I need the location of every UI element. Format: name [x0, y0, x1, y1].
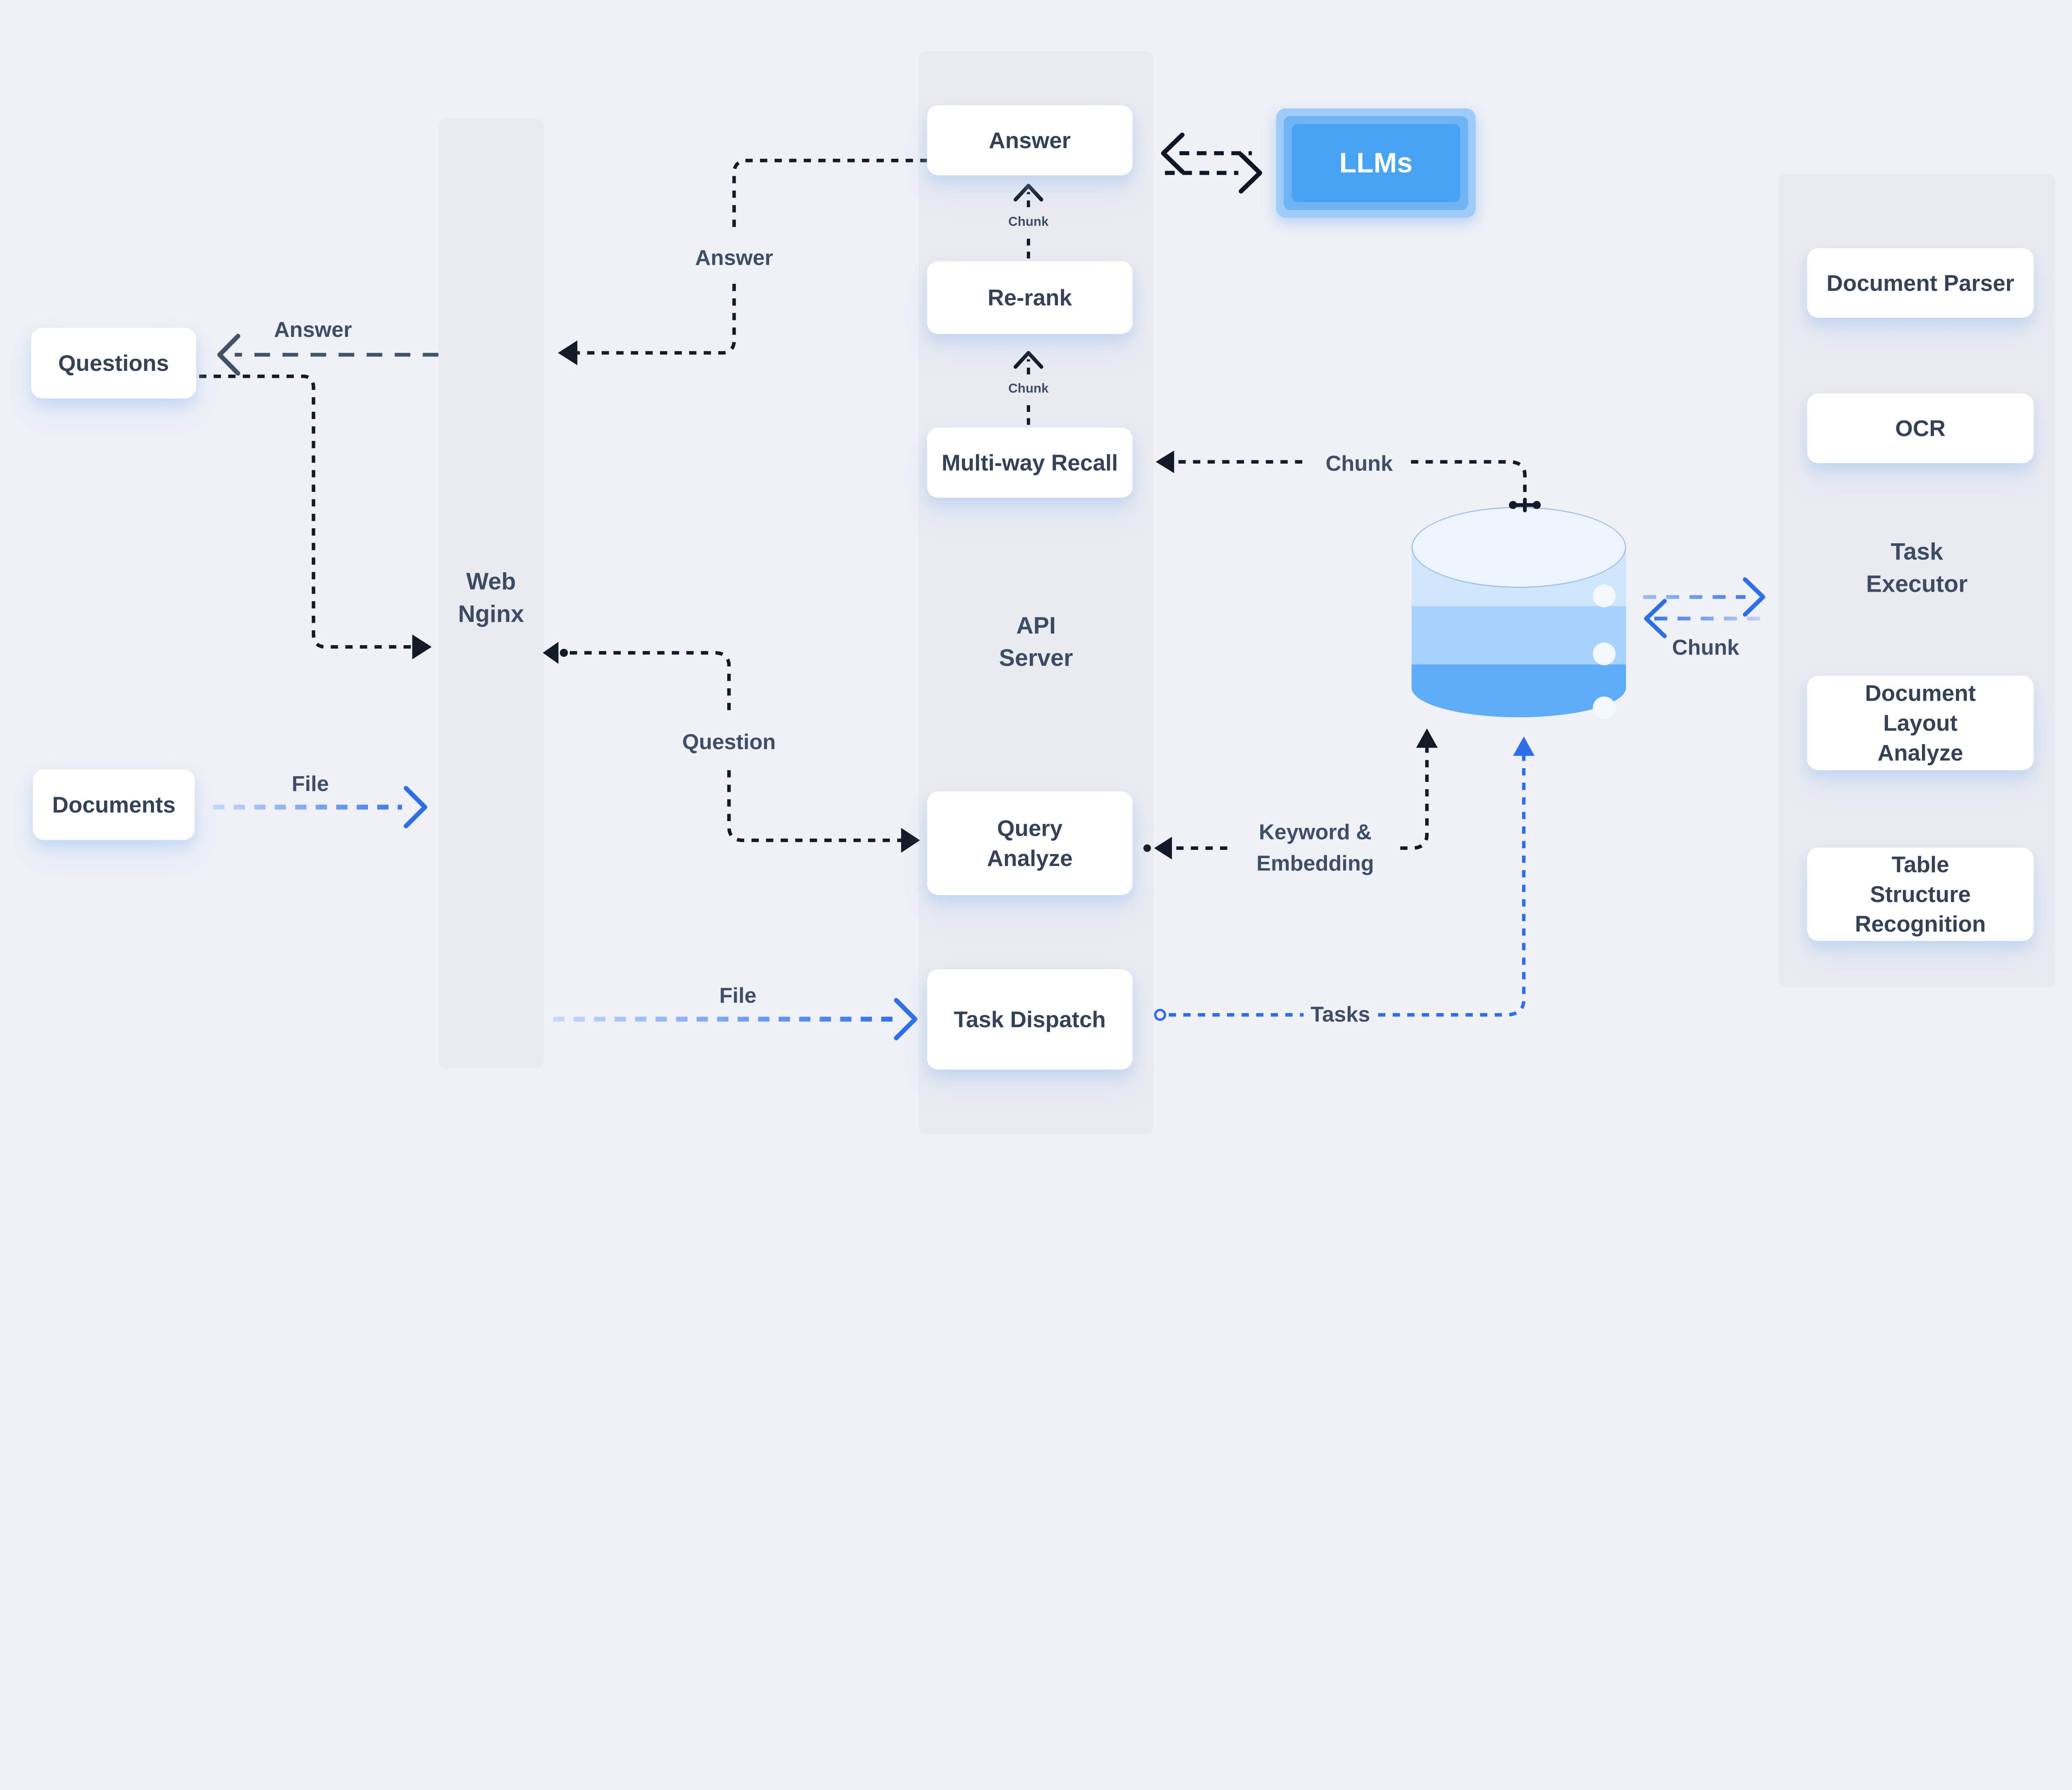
database-band-middle [1411, 606, 1626, 665]
node-rerank-label: Re-rank [988, 285, 1072, 310]
edge-label-chunk-db-recall: Chunk [1325, 451, 1393, 476]
node-query-analyze[interactable]: Query Analyze [927, 791, 1133, 895]
column-label-api-server: API Server [999, 612, 1073, 671]
edge-label-chunk-rerank-answer: Chunk [1008, 214, 1049, 229]
edge-label-answer-mid: Answer [695, 245, 773, 270]
node-table-structure-recognition-label: Table Structure Recognition [1855, 851, 1986, 937]
node-task-dispatch[interactable]: Task Dispatch [927, 969, 1133, 1070]
edge-answer-llms [1161, 132, 1262, 194]
arrowhead-up-icon [1513, 736, 1535, 756]
edge-answer-to-questions [217, 334, 438, 376]
db-attach-icon [1509, 498, 1541, 513]
arrowhead-right-icon [894, 998, 917, 1040]
node-documents-label: Documents [52, 792, 176, 818]
edge-label-chunk-recall-rerank: Chunk [1008, 381, 1049, 396]
database-led [1593, 642, 1616, 665]
node-rerank[interactable]: Re-rank [927, 261, 1133, 334]
node-ocr-label: OCR [1895, 415, 1946, 441]
node-answer[interactable]: Answer [927, 105, 1133, 176]
arrowhead-left-icon [558, 340, 578, 365]
arrowhead-right-icon [901, 828, 920, 853]
edge-rerank-to-answer [1013, 184, 1043, 259]
arrowhead-up-icon [1013, 351, 1043, 369]
edge-label-answer-left: Answer [274, 317, 352, 342]
arrowhead-up-icon [1416, 728, 1438, 748]
edge-db-executor [1643, 577, 1767, 639]
edge-nginx-to-query [542, 641, 920, 853]
node-multiway-recall[interactable]: Multi-way Recall [927, 427, 1133, 498]
arrowhead-left-icon [217, 334, 240, 376]
arrowhead-right-icon [412, 634, 432, 660]
column-label-web-nginx: Web Nginx [458, 568, 524, 627]
edge-db-to-recall [1156, 450, 1541, 513]
database-top-ellipse [1411, 507, 1626, 588]
node-document-layout-analyze[interactable]: Document Layout Analyze [1807, 675, 2034, 770]
architecture-diagram: Questions Documents LLMs Web Nginx API S… [31, 51, 2034, 1134]
line-start-dot [1143, 844, 1151, 852]
column-api-server [918, 51, 1154, 1134]
edge-label-embedding: Embedding [1256, 851, 1374, 875]
column-web-nginx [438, 119, 544, 1069]
database-band-bottom [1411, 664, 1626, 718]
line-start-dot [559, 648, 568, 657]
edge-label-file-left: File [291, 771, 329, 796]
edge-dispatch-db [1154, 736, 1535, 1021]
node-ocr[interactable]: OCR [1807, 393, 2034, 463]
node-document-parser-label: Document Parser [1826, 270, 2014, 296]
line-start-dot [1154, 1009, 1167, 1021]
edge-label-file-bottom: File [719, 983, 757, 1007]
node-multiway-recall-label: Multi-way Recall [942, 450, 1118, 475]
llms-middle-layer: LLMs [1283, 116, 1468, 210]
node-questions[interactable]: Questions [31, 328, 196, 399]
node-document-parser[interactable]: Document Parser [1807, 248, 2034, 318]
llms-core: LLMs [1292, 124, 1460, 202]
column-label-task-executor: Task Executor [1866, 538, 1968, 597]
node-document-layout-analyze-label: Document Layout Analyze [1865, 680, 1976, 766]
database-led [1593, 584, 1616, 607]
database-icon [1411, 507, 1626, 719]
edge-recall-to-rerank [1013, 351, 1043, 425]
node-documents[interactable]: Documents [33, 769, 195, 840]
edge-label-question: Question [682, 730, 776, 754]
arrowhead-left-icon [1644, 599, 1667, 639]
arrowhead-left-icon [1161, 132, 1185, 174]
node-questions-label: Questions [58, 350, 169, 376]
node-task-dispatch-label: Task Dispatch [954, 1006, 1106, 1032]
node-answer-label: Answer [989, 127, 1071, 153]
arrowhead-left-icon [1156, 450, 1174, 473]
arrowhead-left-icon [542, 641, 559, 664]
connector-layer [199, 132, 1767, 1040]
arrowhead-up-icon [1013, 184, 1043, 202]
node-llms-label: LLMs [1339, 147, 1413, 179]
edge-label-keyword: Keyword & [1259, 820, 1372, 844]
edge-answer-to-nginx [558, 159, 928, 365]
arrowhead-right-icon [404, 786, 427, 829]
edge-label-chunk-right: Chunk [1672, 635, 1739, 660]
node-query-analyze-label: Query Analyze [987, 815, 1073, 871]
arrowhead-right-icon [1743, 577, 1765, 617]
node-llms[interactable]: LLMs [1276, 108, 1476, 218]
arrowhead-right-icon [1239, 152, 1262, 194]
edge-label-tasks: Tasks [1310, 1002, 1370, 1026]
edge-nginx-to-dispatch [553, 998, 917, 1040]
edge-documents-to-nginx [213, 786, 427, 829]
edge-query-db [1143, 728, 1438, 860]
node-table-structure-recognition[interactable]: Table Structure Recognition [1807, 847, 2034, 941]
arrowhead-left-icon [1154, 837, 1172, 860]
database-led [1593, 696, 1616, 719]
edge-questions-to-nginx [199, 374, 432, 660]
